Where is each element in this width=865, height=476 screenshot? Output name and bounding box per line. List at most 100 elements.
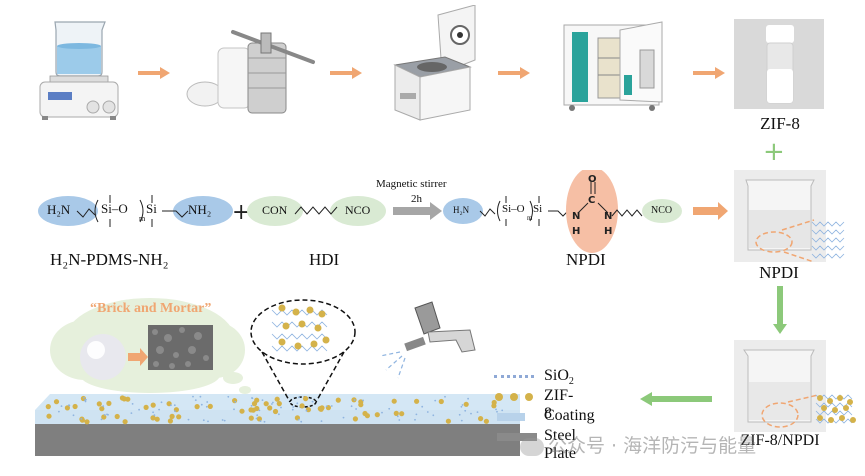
process-arrow-1 — [138, 67, 170, 79]
sio2-dot — [292, 406, 295, 408]
npdi-right-group: NCO — [651, 205, 673, 216]
process-arrow-2 — [330, 67, 362, 79]
steel-plate — [35, 424, 520, 456]
sio2-dot — [100, 418, 103, 421]
zif8-particle — [53, 399, 60, 405]
pdms-right-group: NH₂ — [188, 202, 212, 217]
sio2-dot — [200, 403, 203, 406]
pdms-terminal-si: Si — [146, 201, 157, 216]
urea-hydrogen-right: H — [604, 226, 613, 237]
sio2-dot — [207, 420, 209, 423]
sio2-dot — [234, 400, 237, 403]
sio2-dot — [296, 402, 299, 405]
sio2-dot — [206, 401, 209, 403]
zif8-particle — [276, 401, 282, 407]
zoom-circle — [250, 299, 356, 365]
zif8-particle — [299, 403, 305, 409]
sio2-dot — [444, 395, 446, 398]
urea-nitrogen-right: N — [604, 211, 613, 222]
zif8-particle — [167, 418, 173, 424]
sio2-dot — [194, 399, 197, 401]
npdi-beaker-photo — [734, 170, 845, 263]
zif8-particle — [99, 406, 105, 412]
hdi-right-group: NCO — [345, 203, 371, 217]
zif8-particle — [207, 403, 213, 409]
urea-nitrogen-left: N — [572, 211, 581, 222]
magnetic-stirrer-icon — [30, 10, 125, 125]
sio2-dot — [398, 419, 401, 421]
sio2-dot — [460, 405, 463, 408]
zif8-particle — [483, 418, 489, 424]
sio2-dot — [233, 408, 235, 411]
zif8-particle — [335, 397, 341, 403]
zif8-particle — [364, 413, 370, 419]
zif8-particle — [194, 404, 200, 410]
sio2-dot — [330, 405, 333, 407]
sio2-dot — [173, 404, 176, 407]
process-arrow-3 — [498, 67, 530, 79]
sio2-dot — [80, 418, 83, 420]
steel-swatch — [497, 433, 537, 441]
npdi-isocyanate-blob — [642, 199, 682, 223]
sio2-dots — [58, 395, 504, 423]
sio2-dot — [381, 411, 383, 414]
sio2-dot — [300, 420, 303, 423]
urea-blob — [566, 170, 618, 253]
zif8-particle — [119, 395, 125, 401]
zif8-particle — [374, 412, 380, 418]
composite-beaker-photo — [734, 340, 856, 432]
zif8-particle — [248, 407, 254, 413]
sio2-dot — [460, 419, 463, 422]
sio2-dot — [297, 418, 300, 421]
sio2-dot — [131, 403, 134, 405]
sio2-dot — [464, 409, 467, 412]
sio2-dot — [202, 419, 205, 422]
zif8-particle — [154, 416, 160, 422]
cloud-arrow — [128, 348, 148, 366]
zif8-particle — [150, 402, 156, 408]
sio2-dot — [280, 406, 282, 409]
pdms-left-group: H₂N — [47, 202, 71, 217]
sio2-dot — [152, 411, 155, 414]
hdi-name-label: HDI — [309, 250, 340, 269]
zif8-particle — [263, 401, 269, 407]
sio2-dot — [256, 414, 259, 417]
legend-label-steel: Steel Plate — [544, 427, 576, 462]
zif8-particle — [438, 398, 444, 405]
npdi-amine-blob — [443, 198, 483, 224]
sio2-dot — [158, 408, 161, 411]
sio2-dot — [311, 400, 314, 403]
pearl-icon — [80, 334, 126, 380]
zif8-particle — [393, 410, 399, 416]
reaction-arrow — [393, 202, 442, 220]
zif8-particle — [445, 418, 451, 424]
flow-arrow-down — [773, 286, 787, 334]
sio2-dot — [205, 405, 208, 408]
zif8-particle — [84, 419, 90, 425]
zif8-particle — [45, 404, 51, 410]
sio2-dot — [130, 412, 133, 414]
plus-sign-reaction: + — [232, 200, 250, 225]
legend-label-zif8: ZIF-8 — [544, 387, 574, 422]
zif8-particle — [254, 405, 260, 412]
sio2-dot — [501, 409, 504, 412]
npdi-repeat-subscript: m — [527, 214, 533, 222]
sio2-dot — [60, 405, 63, 407]
legend-label-sio2: SiO — [544, 367, 569, 384]
pdms-repeat-subscript: m — [139, 214, 146, 223]
reaction-scheme: + — [0, 170, 865, 280]
zif8-particle — [478, 416, 484, 422]
sio2-dot — [272, 401, 274, 404]
process-arrow-4 — [693, 67, 725, 79]
sio2-dot — [223, 419, 226, 422]
sio2-swatch — [494, 375, 534, 381]
plus-sign-green: + — [763, 137, 785, 167]
centrifuge-icon — [390, 5, 485, 125]
zif8-particle — [267, 405, 273, 411]
sio2-dot — [496, 410, 498, 413]
reaction-condition-label: Magnetic stirrer — [376, 178, 447, 190]
npdi-terminal-si: Si — [533, 203, 543, 215]
sio2-dot — [72, 414, 75, 417]
sio2-dot — [434, 399, 437, 402]
amine-blob-left — [38, 196, 98, 226]
